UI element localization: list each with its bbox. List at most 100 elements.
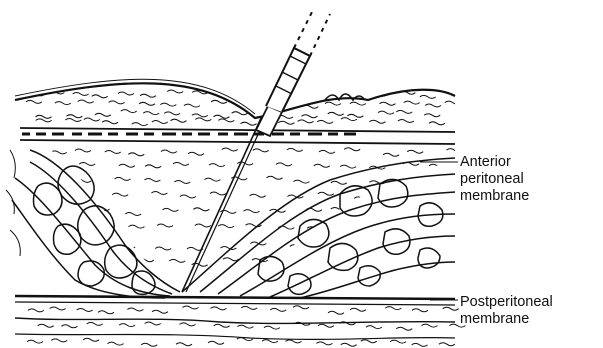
postperitoneal-membrane-label: Postperitoneal membrane: [460, 294, 553, 328]
texture-stroke: [302, 115, 318, 118]
texture-stroke: [412, 343, 428, 346]
texture-stroke: [264, 326, 280, 329]
texture-stroke: [26, 100, 42, 103]
texture-stroke: [297, 95, 313, 98]
texture-stroke: [61, 325, 77, 328]
texture-stroke: [359, 246, 375, 249]
texture-stroke: [318, 192, 334, 195]
texture-stroke: [73, 93, 89, 96]
texture-stroke: [79, 163, 95, 166]
texture-stroke: [108, 342, 124, 345]
texture-stroke: [95, 113, 111, 116]
texture-stroke: [28, 309, 44, 312]
texture-stroke: [370, 120, 386, 123]
texture-stroke: [195, 118, 211, 121]
right-muscle: [182, 158, 455, 298]
anterior-peritoneal-membrane-label: Anterior peritoneal membrane: [460, 154, 529, 205]
texture-stroke: [184, 104, 200, 107]
texture-stroke: [350, 308, 366, 311]
texture-stroke: [396, 110, 412, 113]
texture-stroke: [290, 245, 306, 248]
texture-stroke: [119, 324, 135, 327]
texture-stroke: [381, 192, 397, 195]
texture-stroke: [138, 259, 154, 262]
texture-stroke: [293, 306, 309, 309]
texture-stroke: [78, 100, 94, 103]
texture-stroke: [318, 324, 334, 327]
texture-stroke: [174, 181, 190, 184]
texture-stroke: [348, 91, 364, 94]
texture-stroke: [250, 194, 266, 197]
skin-layer: [15, 79, 461, 144]
posterior-membrane: [15, 296, 465, 346]
texture-stroke: [223, 258, 239, 261]
texture-stroke: [204, 178, 220, 181]
texture-stroke: [267, 176, 283, 179]
texture-stroke: [152, 121, 168, 124]
texture-stroke: [160, 103, 176, 106]
texture-stroke: [412, 309, 428, 312]
texture-stroke: [83, 338, 99, 341]
texture-stroke: [341, 118, 357, 121]
texture-stroke: [325, 102, 341, 105]
texture-stroke: [36, 115, 52, 118]
texture-stroke: [218, 119, 234, 122]
texture-stroke: [112, 193, 128, 196]
texture-stroke: [92, 95, 108, 98]
texture-stroke: [188, 152, 204, 155]
texture-stroke: [77, 309, 93, 312]
texture-stroke: [398, 120, 414, 123]
texture-stroke: [341, 343, 357, 346]
texture-stroke: [378, 111, 394, 114]
texture-stroke: [143, 112, 159, 115]
texture-stroke: [328, 112, 344, 115]
texture-stroke: [380, 102, 396, 105]
texture-stroke: [278, 121, 294, 124]
texture-stroke: [218, 225, 234, 228]
texture-stroke: [139, 102, 155, 105]
texture-stroke: [424, 114, 440, 117]
texture-stroke: [405, 179, 421, 182]
texture-stroke: [331, 208, 347, 211]
texture-stroke: [113, 262, 129, 265]
texture-stroke: [414, 260, 430, 263]
texture-stroke: [109, 101, 125, 104]
texture-stroke: [144, 179, 160, 182]
texture-stroke: [340, 165, 356, 168]
texture-stroke: [241, 122, 257, 125]
texture-stroke: [244, 210, 260, 213]
texture-stroke: [237, 325, 253, 328]
texture-stroke: [152, 310, 168, 313]
texture-stroke: [121, 110, 137, 113]
texture-stroke: [65, 119, 81, 122]
texture-stroke: [354, 197, 370, 200]
texture-stroke: [193, 208, 209, 211]
texture-stroke: [129, 225, 145, 228]
texture-stroke: [350, 102, 366, 105]
texture-stroke: [396, 327, 412, 330]
texture-stroke: [145, 322, 161, 325]
texture-stroke: [443, 263, 459, 266]
texture-stroke: [171, 119, 187, 122]
texture-stroke: [209, 164, 225, 167]
texture-stroke: [164, 112, 180, 115]
texture-stroke: [75, 149, 91, 152]
texture-stroke: [145, 165, 161, 168]
texture-stroke: [321, 259, 337, 262]
texture-stroke: [192, 114, 208, 117]
texture-stroke: [48, 260, 64, 263]
texture-stroke: [444, 229, 460, 232]
texture-stroke: [66, 115, 82, 118]
texture-stroke: [105, 151, 121, 154]
texture-stroke: [445, 101, 461, 104]
texture-stroke: [446, 149, 462, 152]
texture-stroke: [364, 208, 380, 211]
texture-stroke: [385, 307, 401, 310]
texture-stroke: [407, 150, 423, 153]
texture-stroke: [222, 148, 238, 151]
texture-stroke: [429, 122, 445, 125]
texture-stroke: [252, 100, 268, 103]
texture-stroke: [140, 94, 156, 97]
texture-stroke: [425, 104, 441, 107]
texture-stroke: [317, 120, 333, 123]
